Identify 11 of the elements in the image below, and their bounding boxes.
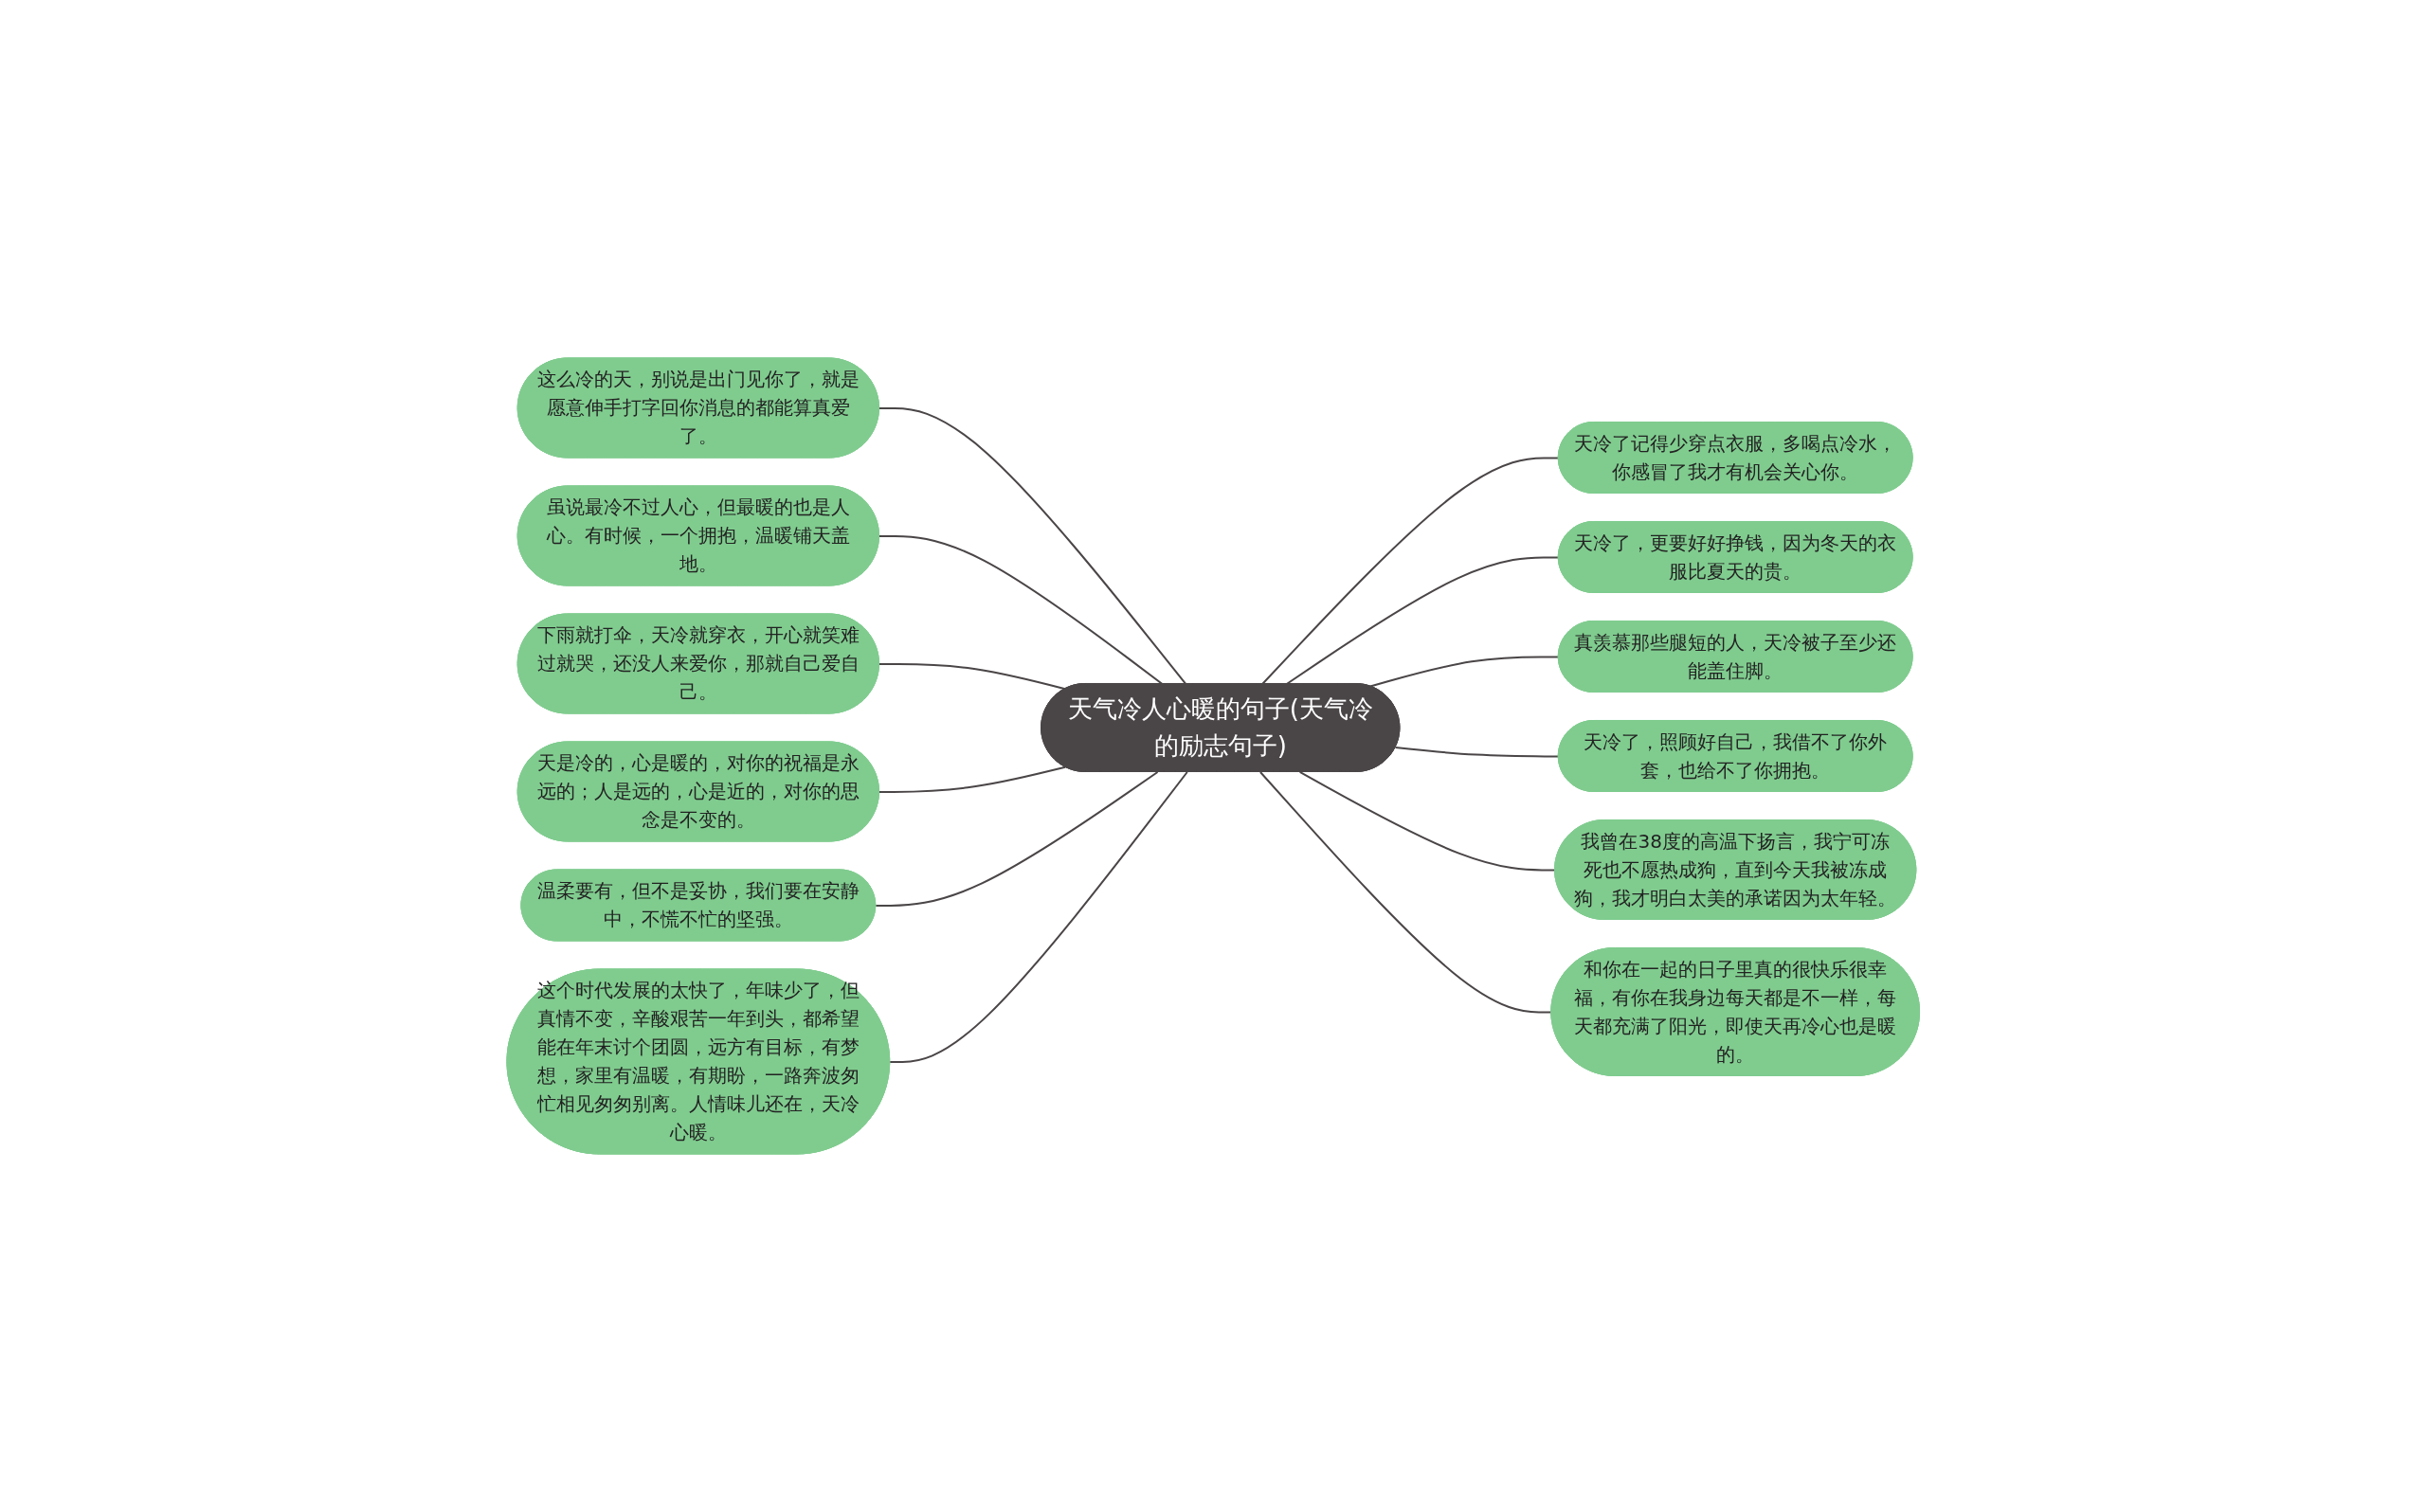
connector [878, 765, 1066, 793]
connector [888, 771, 1188, 1063]
connector [1368, 656, 1560, 688]
connector [874, 771, 1159, 907]
connector [1285, 556, 1560, 685]
connector [878, 406, 1186, 685]
connector [878, 662, 1066, 691]
connector [878, 534, 1164, 685]
connector [1298, 771, 1556, 872]
connector [1394, 747, 1560, 758]
connector [1260, 457, 1560, 685]
